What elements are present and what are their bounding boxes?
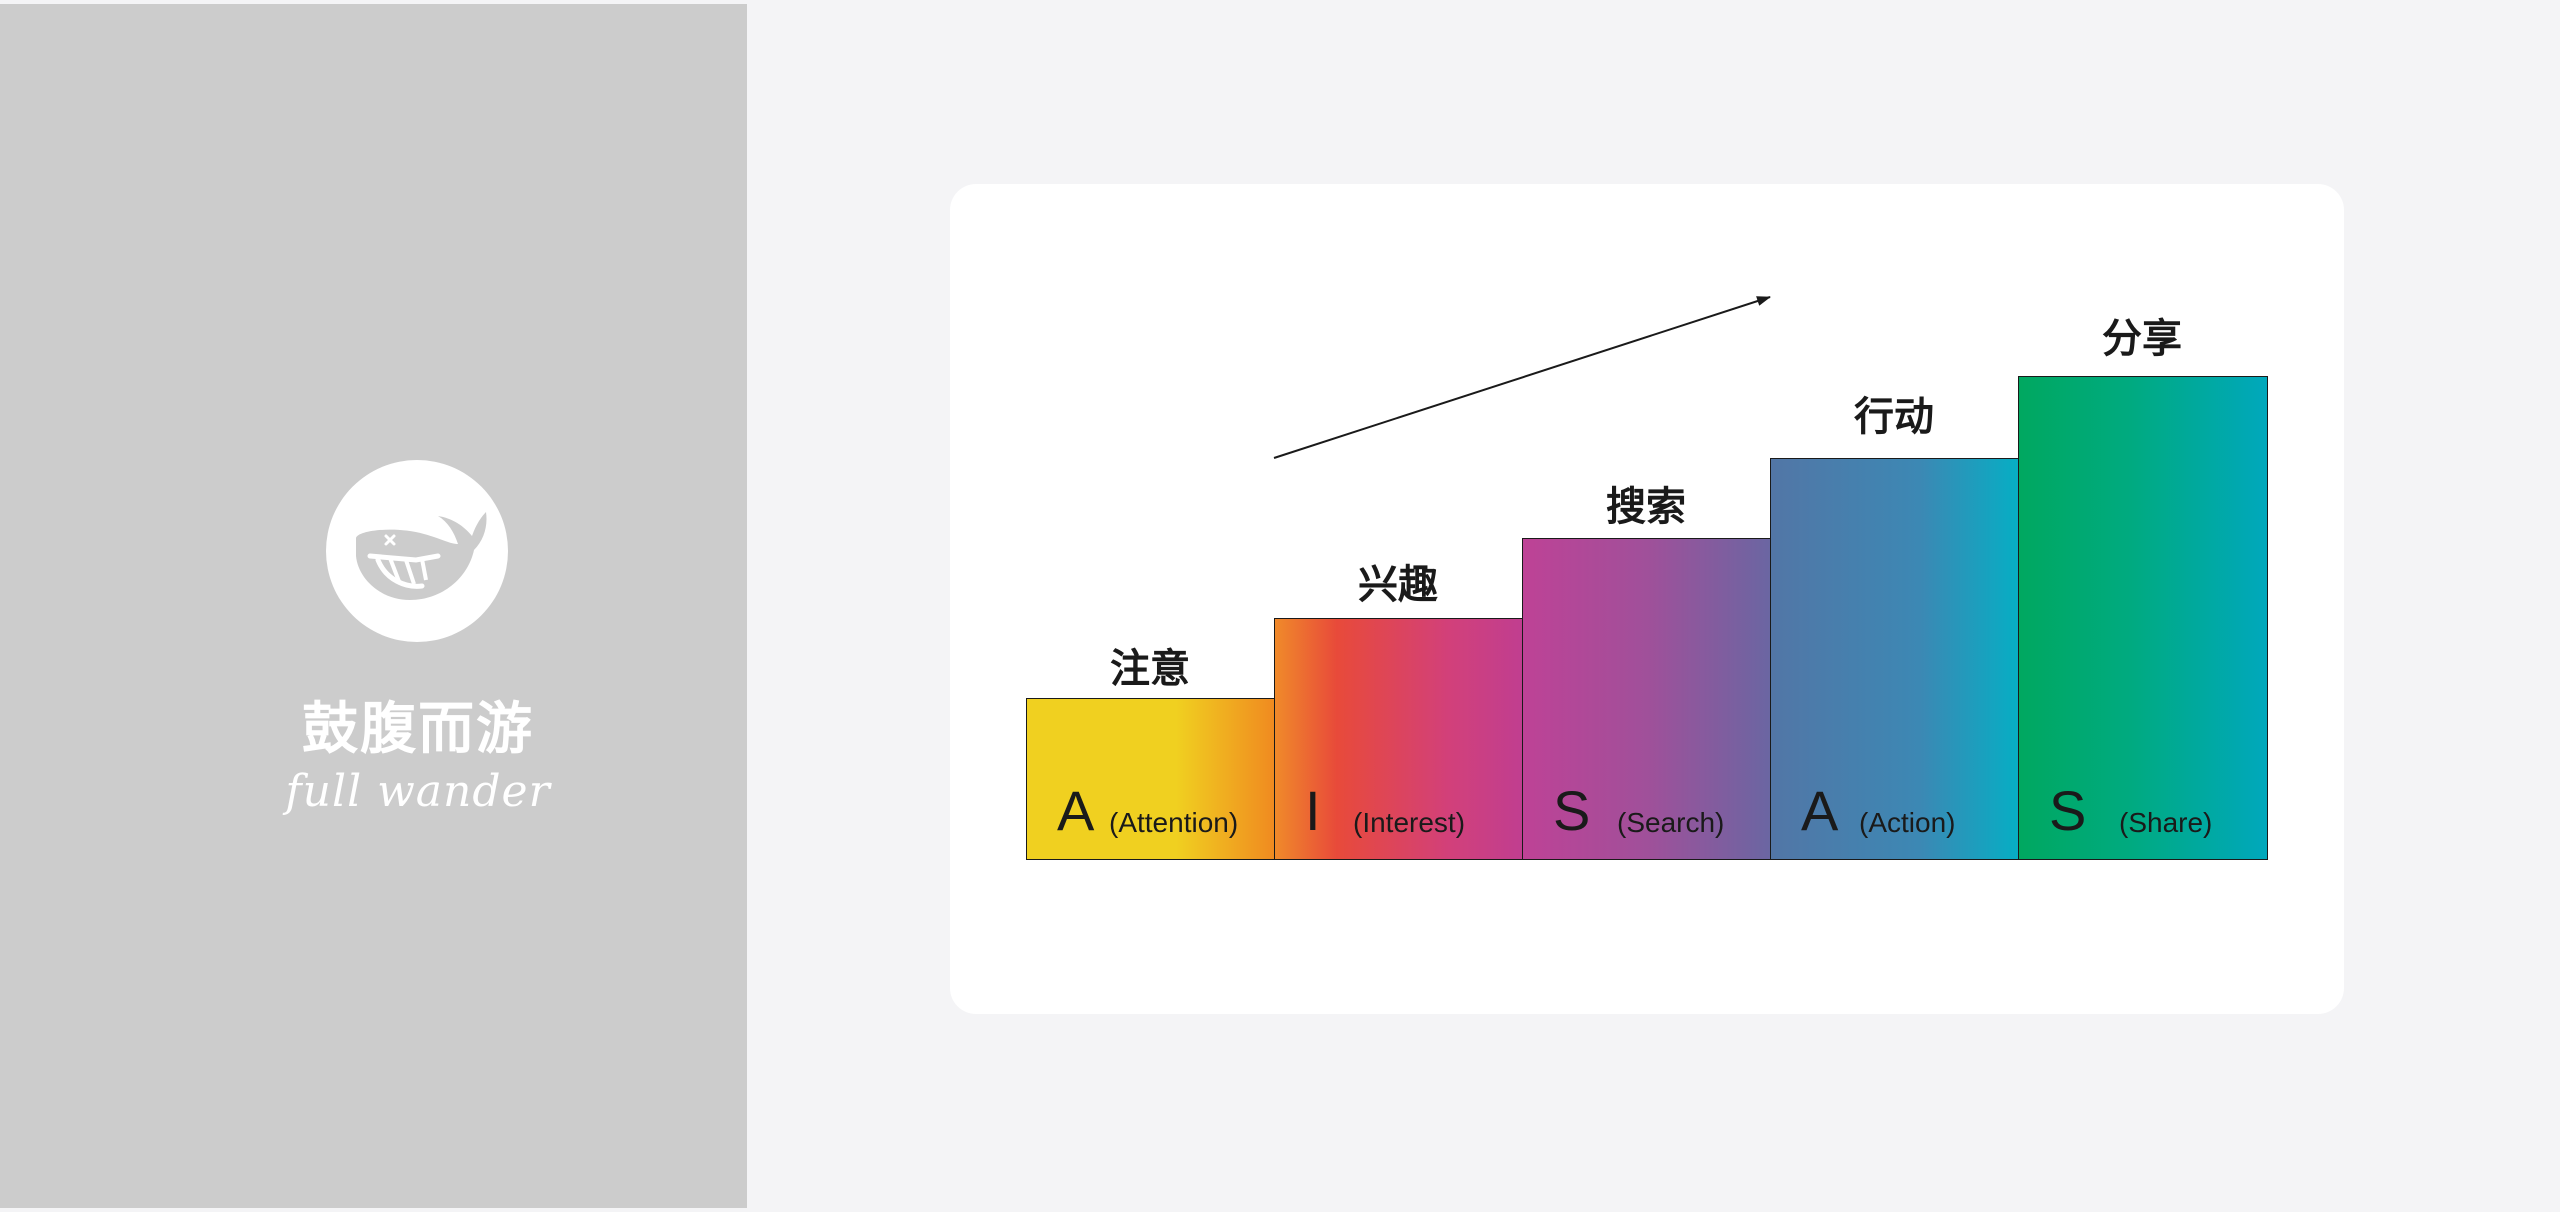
step-block-interest: I (Interest) <box>1274 618 1524 860</box>
whale-icon <box>356 512 487 600</box>
step-block-search: S (Search) <box>1522 538 1772 860</box>
step-english-label: (Share) <box>2119 807 2213 838</box>
step-letter: S <box>1553 779 1591 842</box>
brand-name: 鼓腹而游 <box>302 697 534 762</box>
step-letter: I <box>1305 779 1321 842</box>
step-title-share: 分享 <box>2102 316 2182 362</box>
step-english-label: (Action) <box>1859 807 1956 838</box>
step-block-action: A (Action) <box>1770 458 2020 860</box>
step-english-label: (Search) <box>1617 807 1725 838</box>
step-title-attention: 注意 <box>1110 646 1190 692</box>
step-letter: S <box>2049 779 2087 842</box>
step-title-action: 行动 <box>1854 394 1934 440</box>
brand-slogan: full wander <box>285 766 551 817</box>
step-letter: A <box>1801 779 1839 842</box>
step-english-label: (Attention) <box>1109 807 1239 838</box>
step-block-attention: A (Attention) <box>1026 698 1276 860</box>
step-title-search: 搜索 <box>1606 484 1686 530</box>
step-letter: A <box>1057 779 1095 842</box>
step-block-share: S (Share) <box>2018 376 2268 860</box>
step-english-label: (Interest) <box>1353 807 1466 838</box>
brand-panel: 鼓腹而游 full wander <box>0 4 747 1208</box>
logo-badge <box>326 460 508 642</box>
step-title-interest: 兴趣 <box>1358 562 1438 608</box>
aisas-diagram-card: 注意 A (Attention) 兴趣 I (Interest) 搜索 S (S… <box>950 184 2344 1014</box>
